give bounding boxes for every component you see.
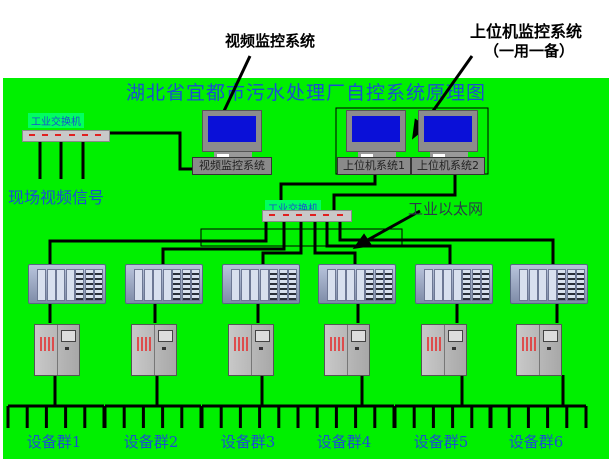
equipment-bus (200, 404, 300, 428)
field-switch (22, 130, 110, 142)
plc-rack (510, 264, 588, 304)
control-cabinet (421, 324, 467, 376)
ethernet-link (261, 222, 303, 264)
pc-label: 上位机系统2 (411, 157, 485, 175)
plc-rack (28, 264, 106, 304)
monitor-icon (202, 110, 262, 152)
ethernet-link (313, 222, 357, 264)
ethernet-link (48, 222, 268, 264)
monitor-icon (346, 110, 406, 152)
plc-cabinet-link (555, 302, 565, 406)
callout-host-system: 上位机监控系统 (470, 22, 583, 41)
equipment-group-label: 设备群3 (220, 433, 276, 451)
diagram-title: 湖北省宜都市污水处理厂自控系统原理图 (125, 82, 486, 104)
ethernet-highlight-box (200, 228, 403, 247)
core-switch (262, 210, 352, 222)
plc-cabinet-link (356, 302, 364, 406)
plc-rack (222, 264, 300, 304)
plc-cabinet-link (455, 302, 464, 406)
arrow-head (352, 233, 373, 249)
plc-cabinet-link (153, 302, 159, 406)
plc-rack (318, 264, 396, 304)
control-cabinet (324, 324, 370, 376)
equipment-bus (296, 404, 396, 428)
equipment-group-label: 设备群6 (508, 433, 564, 451)
equipment-bus (6, 404, 106, 428)
equipment-bus (103, 404, 203, 428)
ethernet-label: 工业以太网 (408, 200, 484, 218)
equipment-group-label: 设备群1 (26, 433, 82, 451)
equipment-group-label: 设备群5 (413, 433, 469, 451)
plc-rack (125, 264, 203, 304)
equipment-group-label: 设备群2 (123, 433, 179, 451)
control-cabinet (228, 324, 274, 376)
field-video-signal-label: 现场视频信号 (8, 188, 105, 207)
callout-host-system-note: （一用一备） (484, 42, 575, 60)
control-cabinet (516, 324, 562, 376)
arrow-ethernet (363, 209, 421, 244)
monitor-icon (418, 110, 478, 152)
control-cabinet (131, 324, 177, 376)
ethernet-link (338, 222, 555, 264)
field-switch-label: 工业交换机 (28, 113, 84, 128)
host-uplink (332, 172, 457, 210)
plc-rack (415, 264, 493, 304)
equipment-group-label: 设备群4 (316, 433, 372, 451)
equipment-bus (393, 404, 493, 428)
field-switch-uplink (108, 131, 196, 171)
plc-cabinet-link (48, 302, 57, 406)
pc-label: 上位机系统1 (337, 157, 411, 175)
ethernet-link (161, 222, 286, 264)
callout-video-system: 视频监控系统 (225, 32, 316, 50)
equipment-bus (488, 404, 588, 428)
pc-label: 视频监控系统 (192, 157, 272, 175)
plc-cabinet-link (256, 302, 264, 406)
host-uplink (279, 172, 377, 210)
control-cabinet (34, 324, 80, 376)
